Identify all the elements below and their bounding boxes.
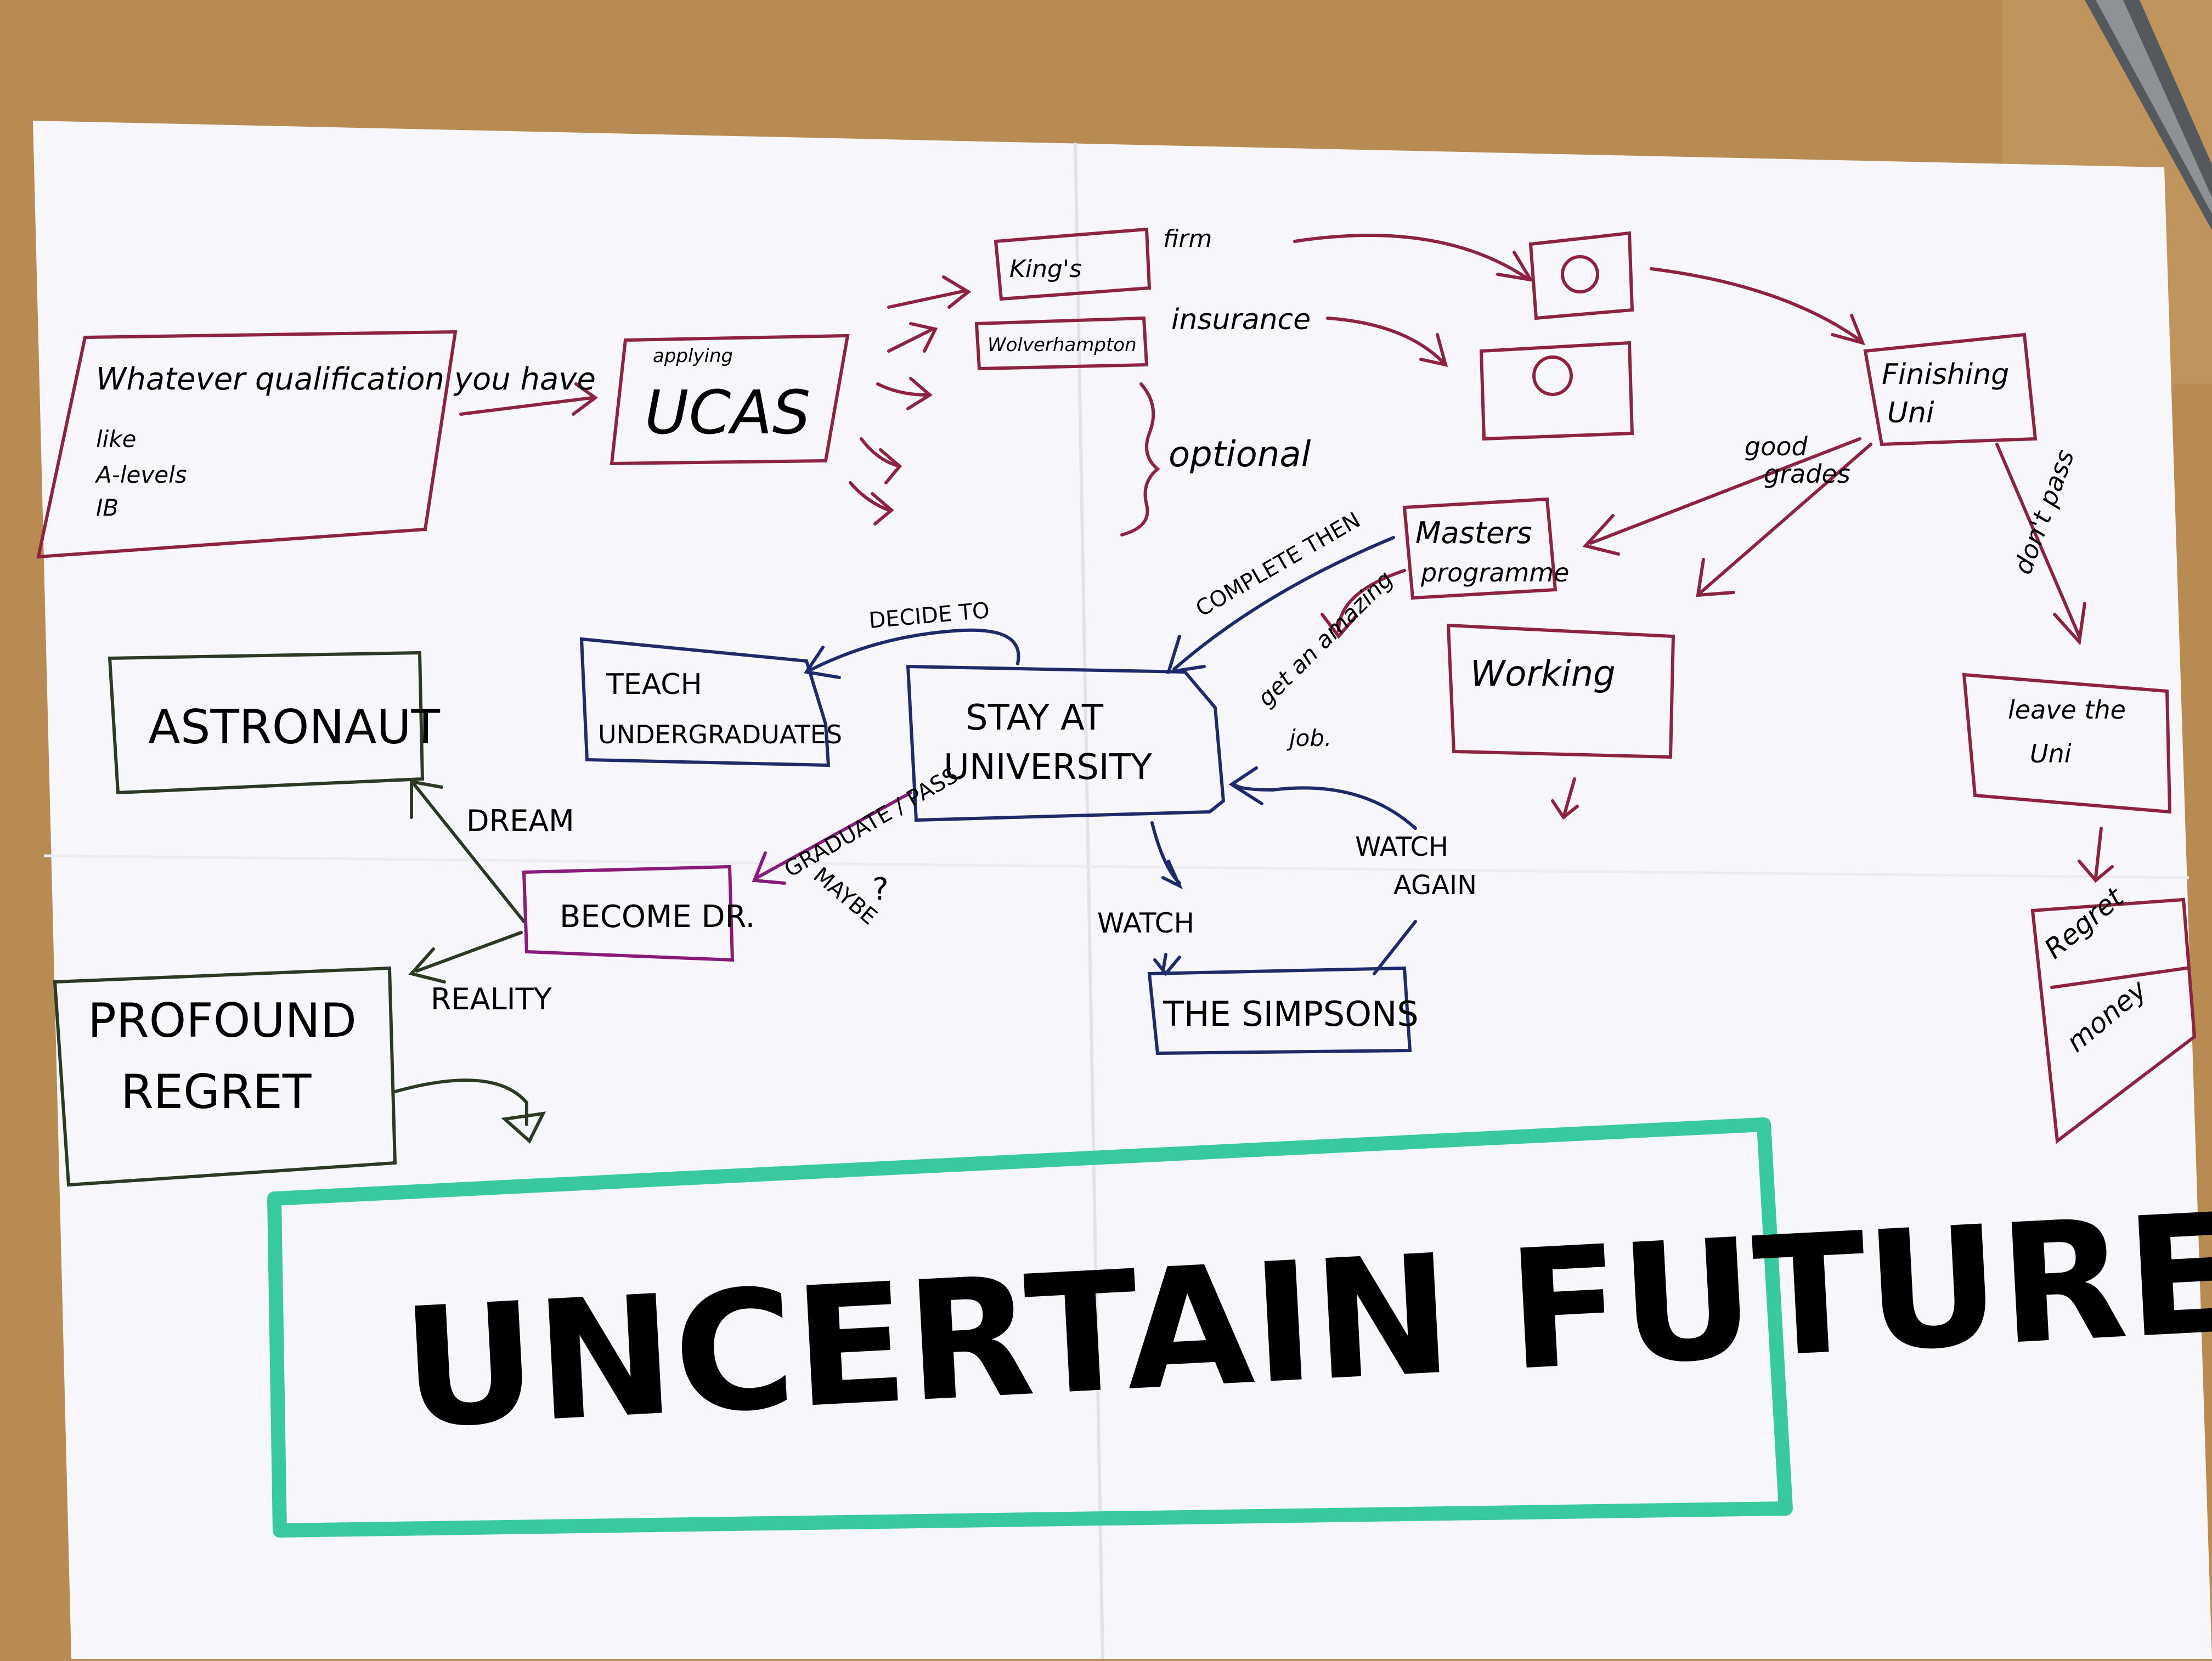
become-dr-box [522, 865, 735, 962]
arrow [1995, 443, 2086, 646]
masters-box [1402, 497, 1558, 600]
teach-label: TEACH [606, 668, 702, 701]
arrow [752, 791, 912, 885]
arrow [1551, 777, 1579, 820]
simpsons-label: THE SIMPSONS [1163, 994, 1419, 1034]
arrow [887, 322, 938, 353]
masters-label: Masters [1415, 516, 1532, 550]
profound-regret-label: PROFOUND [88, 993, 357, 1048]
arrow [1150, 821, 1183, 890]
arrow [1582, 437, 1861, 556]
leave-uni-label: Uni [2030, 739, 2072, 769]
arrow [1696, 443, 1872, 597]
arrow [459, 396, 594, 416]
arrow [408, 931, 523, 984]
paper-fold [43, 854, 2190, 879]
profound-regret-label: REGRET [121, 1065, 312, 1120]
kings-label: King's [1009, 255, 1082, 283]
working-label: Working [1470, 654, 1616, 694]
masters-label: programme [1420, 558, 1569, 587]
uncertain-future-box [267, 1117, 1793, 1538]
qualifications-text: like [96, 426, 137, 453]
profound-regret-box [53, 966, 397, 1187]
arrow [393, 1078, 546, 1144]
qualifications-text: Whatever qualification you have [96, 361, 596, 397]
kings-box [994, 227, 1152, 301]
divider [2050, 967, 2188, 989]
watch-again-label: AGAIN [1393, 870, 1477, 901]
arrow [1228, 766, 1417, 830]
reality-label: REALITY [431, 982, 552, 1016]
arrow [860, 437, 902, 484]
insurance-label: insurance [1171, 303, 1311, 336]
leave-uni-box [1962, 673, 2172, 814]
firm-box [1528, 231, 1634, 320]
question-mark: ? [872, 872, 889, 907]
arrow [876, 377, 933, 410]
stay-at-university-label: UNIVERSITY [944, 747, 1153, 788]
finishing-uni-label: Uni [1887, 397, 1934, 430]
finishing-uni-label: Finishing [1882, 358, 2009, 391]
regret-money-box [2030, 897, 2197, 1144]
pen-icon [2085, 0, 2212, 230]
become-dr-label: BECOME DR. [560, 899, 755, 935]
working-box [1446, 623, 1675, 759]
leave-uni-label: leave the [2008, 695, 2126, 725]
ucas-small-label: applying [653, 345, 733, 367]
arrow [887, 275, 972, 309]
optional-label: optional [1169, 434, 1311, 475]
wolverhampton-label: Wolverhampton [988, 334, 1137, 356]
ucas-box [610, 334, 850, 466]
happy-face-icon [1561, 255, 1599, 293]
astronaut-box [108, 651, 425, 795]
wolverhampton-box [974, 316, 1149, 371]
teach-label: UNDERGRADUATES [598, 720, 842, 749]
watch-again-label: WATCH [1355, 832, 1448, 862]
dream-label: DREAM [466, 804, 574, 838]
qualifications-text: IB [96, 494, 119, 521]
arrow [1321, 569, 1406, 639]
optional-brace [1120, 382, 1160, 536]
arrow [2078, 827, 2114, 883]
simpsons-box [1147, 966, 1412, 1055]
paper-fold [1074, 142, 1104, 1659]
arrow [849, 481, 894, 526]
good-grades-label: grades [1764, 459, 1850, 489]
firm-label: firm [1163, 225, 1212, 253]
finishing-uni-box [1863, 332, 2038, 447]
ucas-label: UCAS [645, 377, 810, 448]
insurance-box [1479, 341, 1634, 441]
arrow [1326, 317, 1448, 368]
qualifications-text: A-levels [94, 461, 187, 488]
astronaut-label: ASTRONAUT [148, 700, 441, 755]
qualifications-box [36, 330, 458, 559]
paper-sheet [33, 121, 2212, 1659]
stay-at-university-label: STAY AT [966, 698, 1104, 738]
good-grades-label: good [1745, 432, 1808, 461]
arrow [410, 779, 526, 923]
watch-label: WATCH [1097, 907, 1194, 939]
arrowhead [572, 382, 599, 416]
sad-face-icon [1532, 355, 1573, 396]
amazing-job-label: job. [1286, 725, 1331, 752]
connector [1373, 920, 1417, 975]
teach-box [579, 637, 831, 767]
stay-at-university-box [906, 664, 1226, 822]
arrow [803, 628, 1020, 679]
arrow [1650, 267, 1866, 346]
arrow [1293, 233, 1534, 283]
